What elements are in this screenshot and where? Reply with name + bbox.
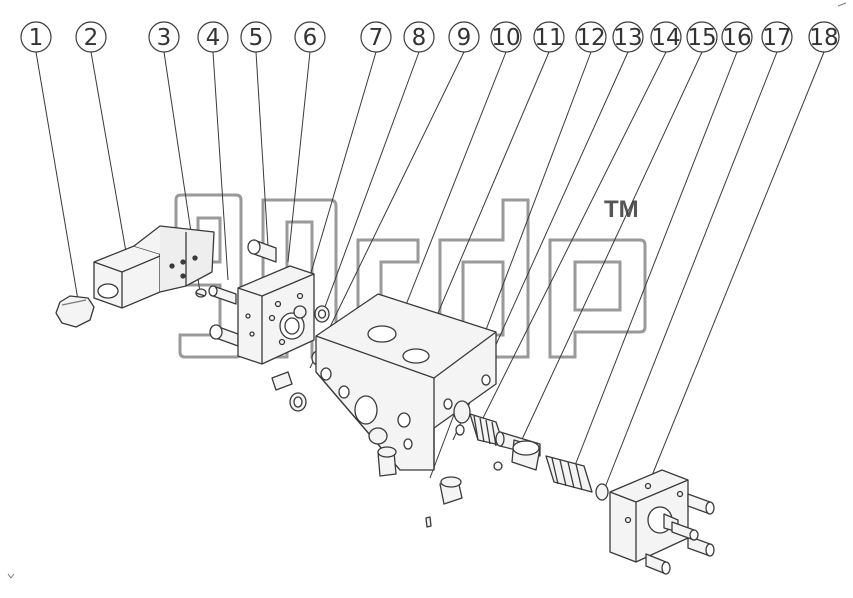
part-8-seal — [314, 305, 330, 323]
callout-16: 16 — [722, 25, 751, 51]
part-3-pin — [195, 288, 207, 298]
callout-12: 12 — [576, 25, 605, 51]
callout-6: 6 — [303, 25, 318, 51]
callout-11: 11 — [534, 25, 563, 51]
callout-4: 4 — [206, 25, 221, 51]
callout-8: 8 — [412, 25, 427, 51]
callout-18: 18 — [809, 25, 838, 51]
part-12-bottom-plug — [425, 476, 463, 528]
part-5-bolts — [209, 239, 277, 347]
callout-17: 17 — [762, 25, 791, 51]
callout-3: 3 — [157, 25, 172, 51]
callout-7: 7 — [369, 25, 384, 51]
callout-5: 5 — [249, 25, 264, 51]
callout-13: 13 — [613, 25, 642, 51]
part-16-spring — [545, 455, 593, 493]
callout-10: 10 — [491, 25, 520, 51]
part-10-valve-body — [315, 293, 497, 471]
part-4-stud — [208, 285, 237, 305]
callout-1: 1 — [29, 25, 44, 51]
callout-9: 9 — [457, 25, 472, 51]
callout-15: 15 — [687, 25, 716, 51]
part-2-solenoid — [93, 225, 215, 309]
part-1-cap — [55, 295, 95, 328]
stray-marks — [7, 2, 847, 579]
part-7-seal — [293, 305, 307, 319]
part-17-washer — [595, 483, 609, 501]
part-6-adapter-plate — [237, 265, 315, 365]
callout-2: 2 — [84, 25, 99, 51]
part-15-collar — [511, 439, 541, 471]
callout-14: 14 — [651, 25, 680, 51]
part-11-fitting — [368, 427, 397, 477]
part-18-end-cap — [609, 469, 715, 575]
